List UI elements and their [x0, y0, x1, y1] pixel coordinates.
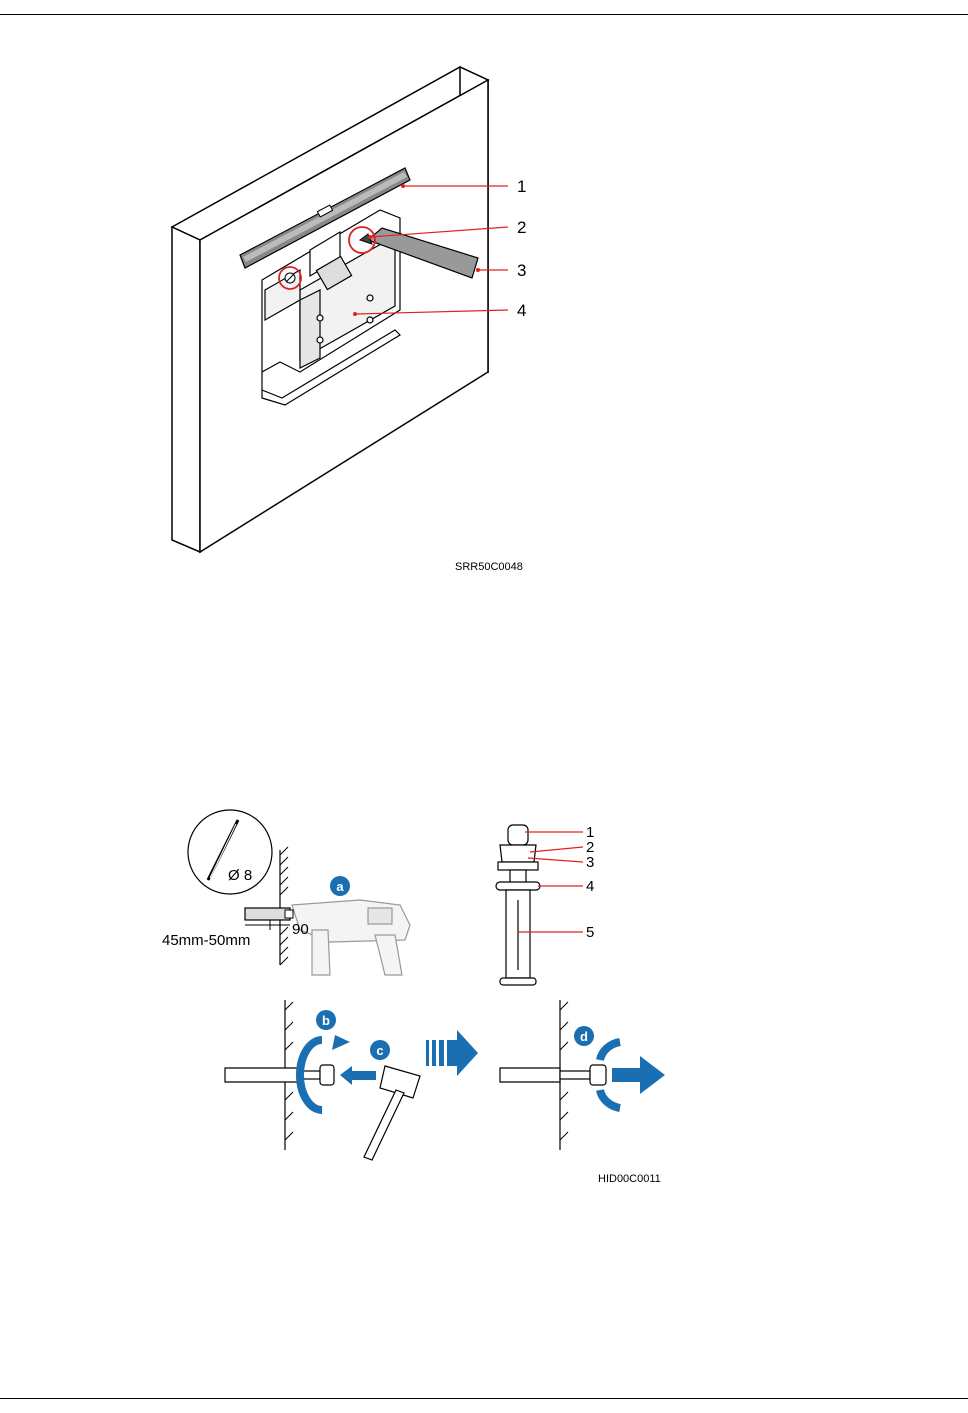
- callout-2: 2: [517, 218, 526, 237]
- bolt-callout-4: 4: [586, 878, 594, 895]
- figure-code: HID00C0011: [598, 1173, 661, 1185]
- step-a-badge: a: [330, 876, 350, 896]
- expansion-bolt: [496, 825, 540, 985]
- step-d-badge: d: [574, 1026, 594, 1046]
- figure-expansion-bolt-installation: Ø 8 90 45mm-50mm a: [160, 805, 680, 1195]
- step-b-badge: b: [316, 1010, 336, 1030]
- callout-3: 3: [517, 261, 526, 280]
- pull-arrow-d: [612, 1056, 665, 1094]
- figure-code: SRR50C0048: [455, 561, 523, 573]
- svg-text:a: a: [336, 879, 344, 894]
- next-step-arrow: [426, 1030, 478, 1076]
- angle-label: 90: [292, 921, 309, 938]
- drill-depth-label: 45mm-50mm: [162, 932, 250, 949]
- callout-1: 1: [517, 177, 526, 196]
- hammer-drill: [245, 900, 410, 975]
- callout-4: 4: [517, 301, 526, 320]
- bolt-callout-5: 5: [586, 924, 594, 941]
- drill-bit-diameter: Ø 8: [228, 867, 252, 884]
- svg-text:c: c: [376, 1043, 383, 1058]
- push-arrow-c: [340, 1066, 376, 1085]
- bolt-callout-3: 3: [586, 854, 594, 871]
- bolt-tightened: [500, 1065, 606, 1085]
- bolt-in-hole: [225, 1065, 334, 1085]
- drill-bit-inset: Ø 8: [188, 810, 272, 894]
- header-rule: [0, 14, 968, 15]
- svg-text:b: b: [322, 1013, 330, 1028]
- wall-drilling: [280, 847, 288, 965]
- step-c-badge: c: [370, 1040, 390, 1060]
- rubber-hammer: [364, 1066, 420, 1160]
- svg-text:d: d: [580, 1029, 588, 1044]
- figure-wall-bracket-installation: 1 2 3 4 SRR50C0048: [160, 60, 560, 580]
- footer-rule: [0, 1398, 968, 1399]
